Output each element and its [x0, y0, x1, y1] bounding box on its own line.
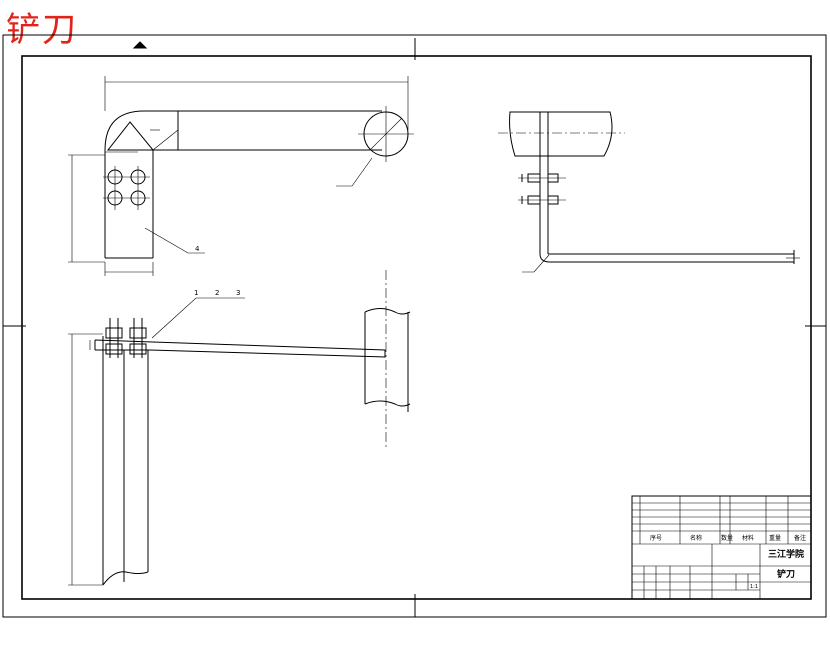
- page-title: 铲刀: [6, 10, 78, 50]
- front-bolts: [105, 318, 147, 358]
- side-view: [498, 111, 800, 273]
- callout-2: 2: [215, 289, 219, 297]
- school-name: 三江学院: [768, 548, 804, 560]
- callout-3: 3: [236, 289, 240, 297]
- col-qty: 数量: [721, 534, 733, 542]
- side-bolts: [518, 173, 566, 205]
- col-name: 名称: [690, 534, 702, 542]
- front-view: [68, 270, 411, 586]
- top-view: [68, 76, 414, 276]
- callout-labels: 1 2 3 4: [194, 245, 240, 297]
- outer-frame: [2, 34, 827, 618]
- col-material: 材料: [742, 534, 754, 542]
- callout-1: 1: [194, 289, 198, 297]
- bolt-holes: [103, 166, 150, 210]
- part-name: 铲刀: [777, 568, 795, 580]
- centering-marks: [3, 38, 826, 617]
- title-block: 序号 名称 数量 材料 重量 备注 三江学院 铲刀 1:1: [631, 495, 812, 600]
- scale-ratio: 1:1: [750, 584, 758, 590]
- callout-4: 4: [195, 245, 200, 253]
- col-weight: 重量: [769, 534, 781, 542]
- col-part-no: 序号: [650, 534, 662, 542]
- col-remark: 备注: [794, 534, 806, 542]
- inner-frame: [21, 55, 812, 600]
